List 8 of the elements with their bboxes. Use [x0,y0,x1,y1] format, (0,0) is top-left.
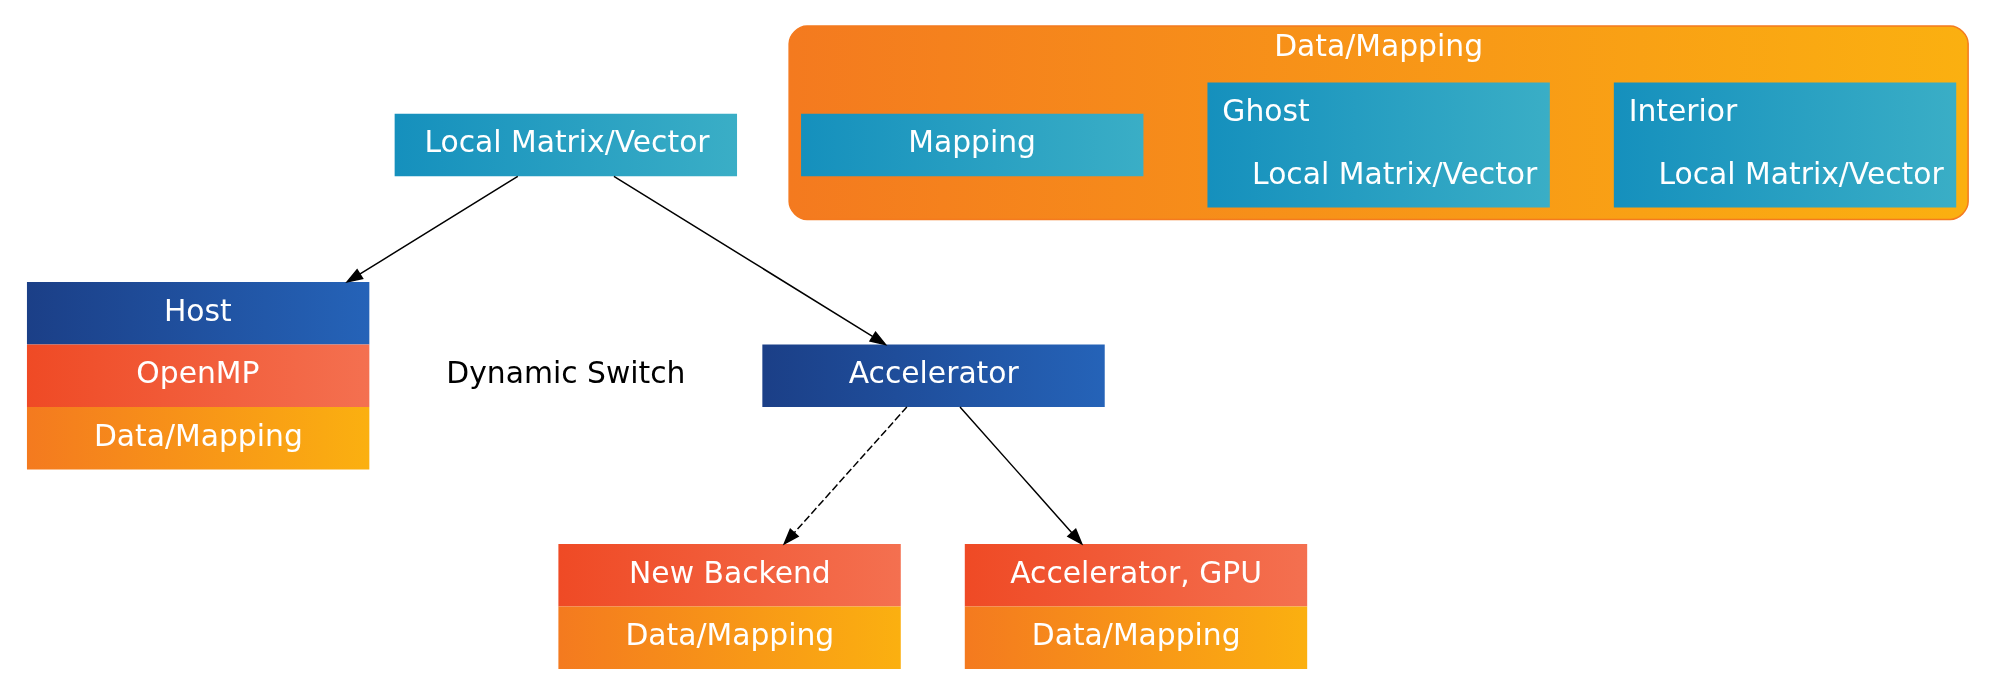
node-box: Local Matrix/Vector [394,113,738,177]
arrow [613,175,888,346]
arrow [345,175,519,284]
arrow [782,406,908,546]
node-box: Mapping [801,113,1144,177]
label: Dynamic Switch [446,355,686,391]
node-box: Accelerator [762,344,1105,407]
arrow [959,406,1084,546]
